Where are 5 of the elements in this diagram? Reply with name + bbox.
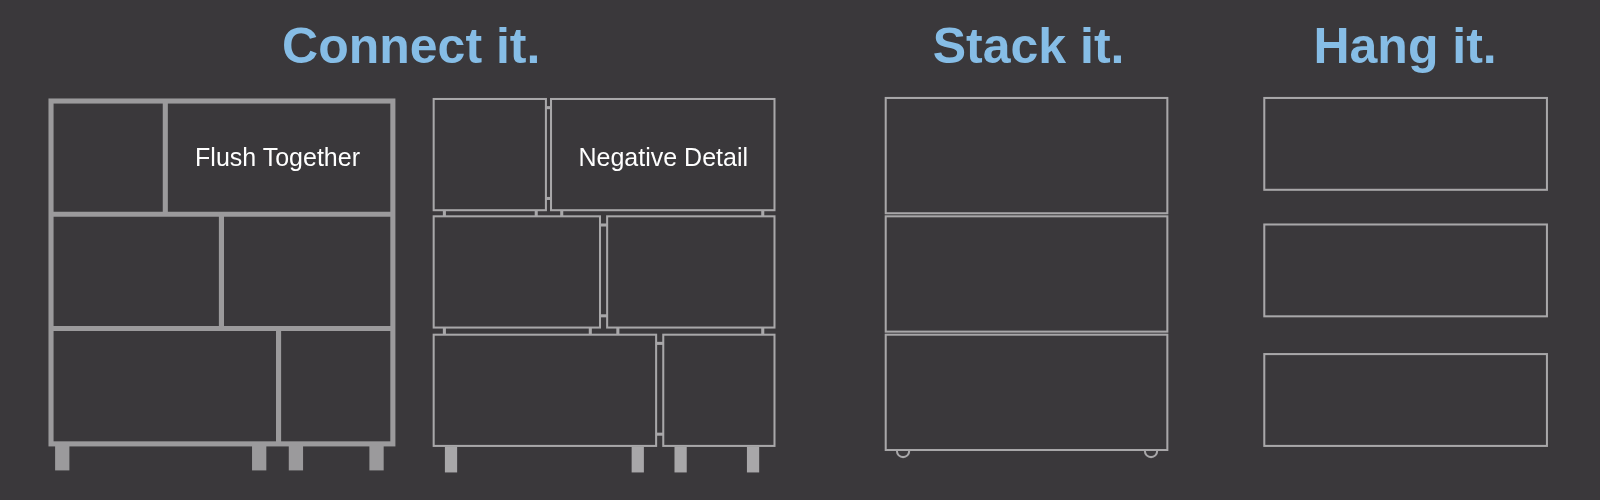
- shelf-caption: Negative Detail: [578, 142, 748, 172]
- shelf-caption: Flush Together: [195, 142, 360, 172]
- heading: Stack it.: [932, 16, 1125, 75]
- heading: Connect it.: [282, 16, 541, 75]
- heading: Hang it.: [1313, 16, 1497, 75]
